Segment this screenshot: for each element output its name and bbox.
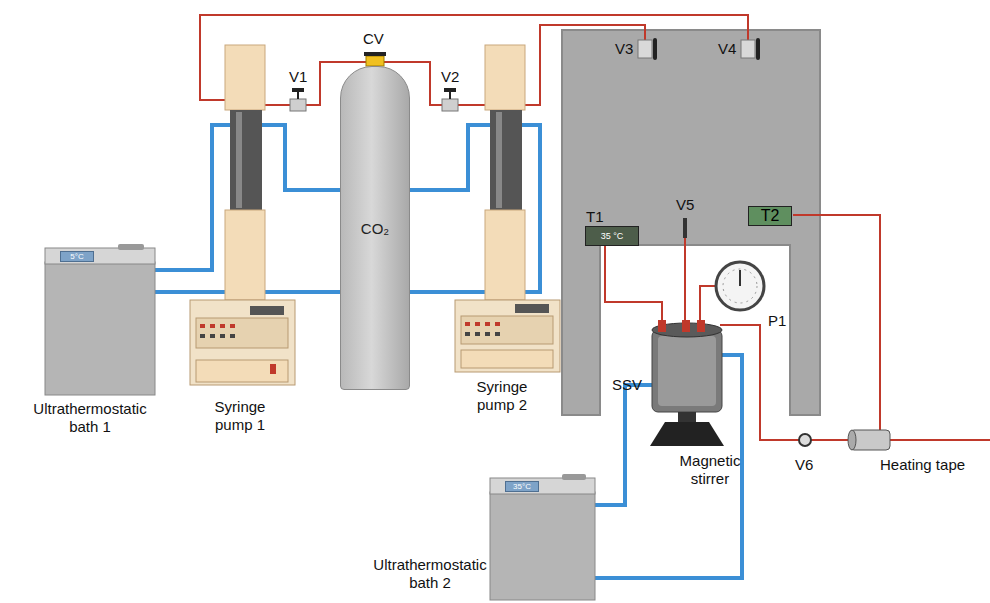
part-label: Heating tape	[880, 456, 965, 474]
part-label: Ultrathermostatic bath 2	[360, 556, 500, 592]
part-label: V4	[718, 40, 736, 58]
display-text: 35 °C	[601, 231, 624, 241]
display-text: 5°C	[70, 252, 83, 261]
display-text: T2	[761, 207, 780, 225]
temperature-display: T135 °C	[585, 226, 639, 246]
part-label: CV	[363, 30, 384, 48]
bath-display: 35°C	[505, 481, 539, 492]
gas-cylinder: CO₂	[340, 66, 410, 390]
part-label: P1	[768, 312, 786, 330]
part-label: V2	[441, 68, 459, 86]
part-label: V1	[289, 68, 307, 86]
part-label: V6	[795, 456, 813, 474]
part-label: Magnetic stirrer	[670, 452, 750, 488]
display-label: T1	[586, 208, 604, 225]
part-label: Syringe pump 2	[462, 378, 542, 414]
part-label: SSV	[612, 376, 642, 394]
part-label: Ultrathermostatic bath 1	[20, 400, 160, 436]
display-text: CO₂	[361, 220, 389, 237]
part-label: V5	[676, 196, 694, 214]
temperature-display: T2	[748, 206, 792, 226]
bath-display: 5°C	[60, 251, 94, 262]
part-label: Syringe pump 1	[200, 398, 280, 434]
part-label: V3	[615, 40, 633, 58]
display-text: 35°C	[513, 482, 531, 491]
